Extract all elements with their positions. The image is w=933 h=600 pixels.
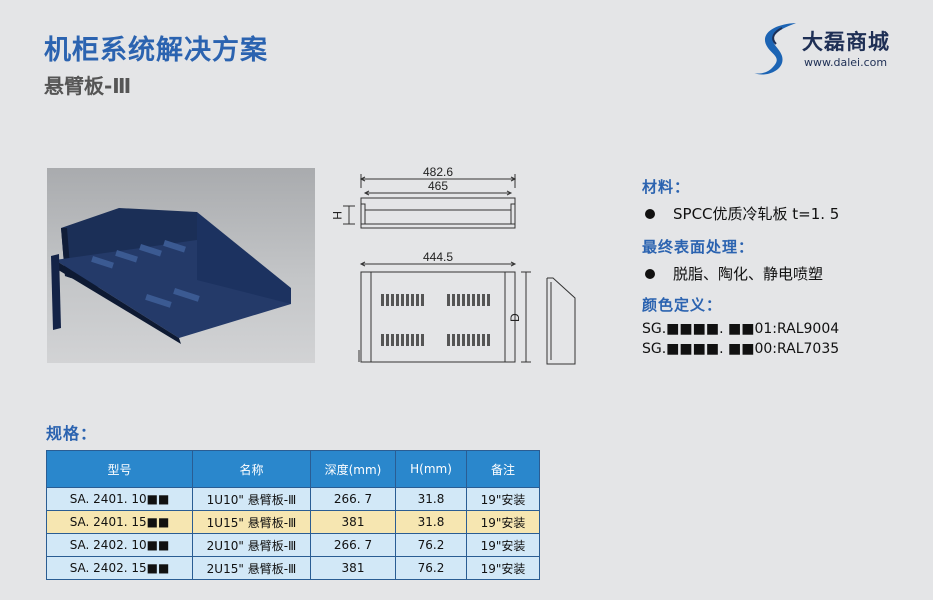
spec-table-label: 规格： [46,424,98,443]
logo-name: 大磊商城 [802,30,890,54]
dim-height-label: H [330,211,344,220]
cell-model: SA. 2402. 10■■ [46,533,193,557]
table-row: SA. 2402. 15■■ 2U15" 悬臂板-Ⅲ 381 76.2 19"安… [46,556,540,580]
cell-name: 2U15" 悬臂板-Ⅲ [192,556,311,580]
cell-name: 1U10" 悬臂板-Ⅲ [192,487,311,511]
color-value-2: SG.■■■■. ■■00:RAL7035 [642,341,840,357]
finish-item: 脱脂、陶化、静电喷塑 [642,263,823,284]
technical-drawing: 482.6 465 H 444.5 D [330,165,576,365]
dim-outer-width: 482.6 [423,165,453,179]
logo-swirl-icon [754,23,796,75]
finish-spec: 最终表面处理： 脱脂、陶化、静电喷塑 [642,236,823,284]
cell-note: 19"安装 [466,533,540,557]
cell-note: 19"安装 [466,556,540,580]
bullet-icon [645,268,655,279]
header-depth: 深度(mm) [310,450,396,488]
cell-depth: 381 [310,556,396,580]
cell-height: 31.8 [395,487,467,511]
header-model: 型号 [46,450,193,488]
cell-note: 19"安装 [466,510,540,534]
cell-depth: 381 [310,510,396,534]
header-height: H(mm) [395,450,467,488]
dim-depth-label: D [508,313,522,322]
table-row: SA. 2401. 10■■ 1U10" 悬臂板-Ⅲ 266. 7 31.8 1… [46,487,540,511]
color-spec: 颜色定义： SG.■■■■. ■■01:RAL9004 SG.■■■■. ■■0… [642,294,839,357]
material-item: SPCC优质冷轧板 t=1. 5 [642,203,839,224]
color-label: 颜色定义： [642,296,723,314]
material-spec: 材料： SPCC优质冷轧板 t=1. 5 [642,176,839,224]
cell-depth: 266. 7 [310,487,396,511]
material-value: SPCC优质冷轧板 t=1. 5 [673,205,840,223]
spec-table: 型号 名称 深度(mm) H(mm) 备注 SA. 2401. 10■■ 1U1… [46,450,540,580]
cell-model: SA. 2401. 15■■ [46,510,193,534]
brand-logo: 大磊商城 www.dalei.com [752,20,912,76]
cell-height: 31.8 [395,510,467,534]
vent-group-1 [381,294,490,306]
page-subtitle: 悬臂板-Ⅲ [44,74,132,98]
material-label: 材料： [642,178,691,196]
cell-model: SA. 2401. 10■■ [46,487,193,511]
finish-value: 脱脂、陶化、静电喷塑 [673,265,824,283]
table-header-row: 型号 名称 深度(mm) H(mm) 备注 [46,450,540,488]
table-row: SA. 2401. 15■■ 1U15" 悬臂板-Ⅲ 381 31.8 19"安… [46,510,540,534]
product-photo [47,168,315,363]
cell-name: 1U15" 悬臂板-Ⅲ [192,510,311,534]
header-note: 备注 [466,450,540,488]
finish-label: 最终表面处理： [642,238,755,256]
logo-url: www.dalei.com [804,56,888,69]
bullet-icon [645,208,655,219]
dim-front-width: 444.5 [423,250,453,264]
cell-model: SA. 2402. 15■■ [46,556,193,580]
page-title: 机柜系统解决方案 [44,35,268,66]
table-row: SA. 2402. 10■■ 2U10" 悬臂板-Ⅲ 266. 7 76.2 1… [46,533,540,557]
cantilever-shelf-image [51,208,291,344]
cell-height: 76.2 [395,556,467,580]
header-name: 名称 [192,450,311,488]
vent-group-2 [381,334,490,346]
cell-depth: 266. 7 [310,533,396,557]
dim-inner-width: 465 [428,179,448,193]
cell-height: 76.2 [395,533,467,557]
cell-note: 19"安装 [466,487,540,511]
color-value-1: SG.■■■■. ■■01:RAL9004 [642,321,840,337]
cell-name: 2U10" 悬臂板-Ⅲ [192,533,311,557]
